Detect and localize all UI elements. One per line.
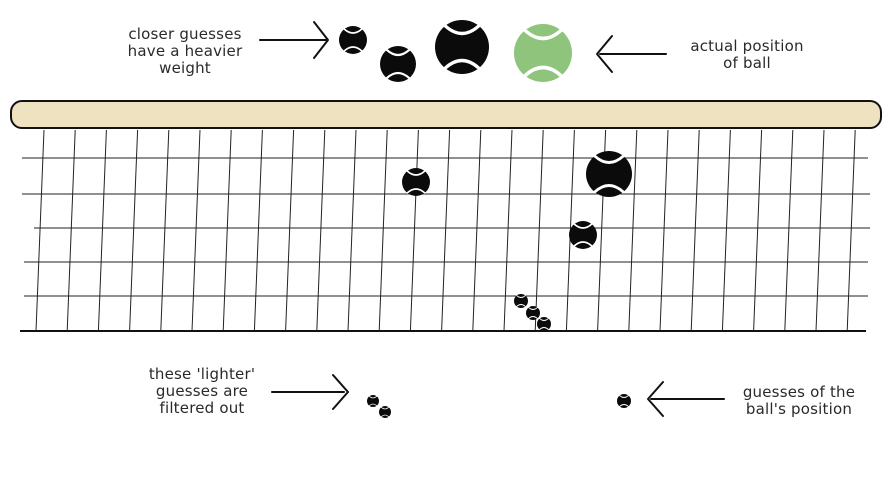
tennis-ball-icon: [569, 221, 597, 249]
lighter-guesses-label: these 'lighter' guesses are filtered out: [132, 366, 272, 417]
actual-line-2: of ball: [723, 54, 771, 72]
balls-layer: [339, 20, 632, 418]
net-vertical-line: [753, 129, 763, 332]
tennis-ball-icon: [586, 151, 632, 197]
net-vertical-line: [347, 129, 357, 332]
lighter-line-3: filtered out: [159, 399, 245, 417]
net-vertical-line: [690, 129, 700, 332]
net-vertical-line: [846, 129, 856, 332]
net-vertical-line: [659, 129, 669, 332]
closer-line-2: have a heavier: [127, 42, 243, 60]
lighter-line-2: guesses are: [155, 382, 249, 400]
net-vertical-line: [129, 129, 139, 332]
arrow-left-icon: [596, 35, 667, 73]
guesses-line-1: guesses of the: [742, 383, 856, 401]
tennis-ball-icon: [514, 294, 528, 308]
net-vertical-line: [472, 129, 482, 332]
tennis-ball-icon: [339, 26, 367, 54]
tennis-ball-icon: [379, 406, 391, 418]
net-vertical-line: [721, 129, 731, 332]
actual-position-label: actual position of ball: [672, 38, 822, 72]
tennis-ball-icon: [367, 395, 379, 407]
closer-line-1: closer guesses: [128, 25, 242, 43]
net-top-bar: [10, 100, 882, 129]
net-vertical-line: [503, 129, 513, 332]
net-vertical-line: [285, 129, 295, 332]
net-vertical-line: [441, 129, 451, 332]
actual-ball-icon: [514, 24, 572, 82]
arrow-left-icon: [647, 381, 725, 417]
tennis-ball-icon: [435, 20, 489, 74]
net-vertical-line: [378, 129, 388, 332]
closer-line-3: weight: [159, 59, 211, 77]
net-vertical-line: [628, 129, 638, 332]
net-vertical-line: [316, 129, 326, 332]
net-vertical-line: [815, 129, 825, 332]
closer-guesses-label: closer guesses have a heavier weight: [100, 26, 270, 77]
arrow-right-icon: [271, 374, 349, 410]
net-vertical-line: [191, 129, 201, 332]
net-vertical-line: [66, 129, 76, 332]
net-vertical-line: [222, 129, 232, 332]
net-vertical-line: [97, 129, 107, 332]
net-vertical-line: [160, 129, 170, 332]
net-vertical-line: [409, 129, 419, 332]
arrow-right-icon: [259, 21, 329, 59]
net-vertical-line: [35, 129, 45, 332]
guesses-position-label: guesses of the ball's position: [724, 384, 874, 418]
guesses-line-2: ball's position: [745, 400, 853, 418]
lighter-line-1: these 'lighter': [148, 365, 256, 383]
tennis-ball-icon: [526, 306, 540, 320]
tennis-ball-icon: [402, 168, 430, 196]
net-vertical-line: [784, 129, 794, 332]
net-vertical-line: [534, 129, 544, 332]
tennis-ball-icon: [380, 46, 416, 82]
tennis-ball-icon: [537, 317, 551, 331]
tennis-ball-icon: [617, 394, 631, 408]
net-grid: [22, 129, 870, 332]
net-vertical-line: [253, 129, 263, 332]
actual-line-1: actual position: [690, 37, 804, 55]
